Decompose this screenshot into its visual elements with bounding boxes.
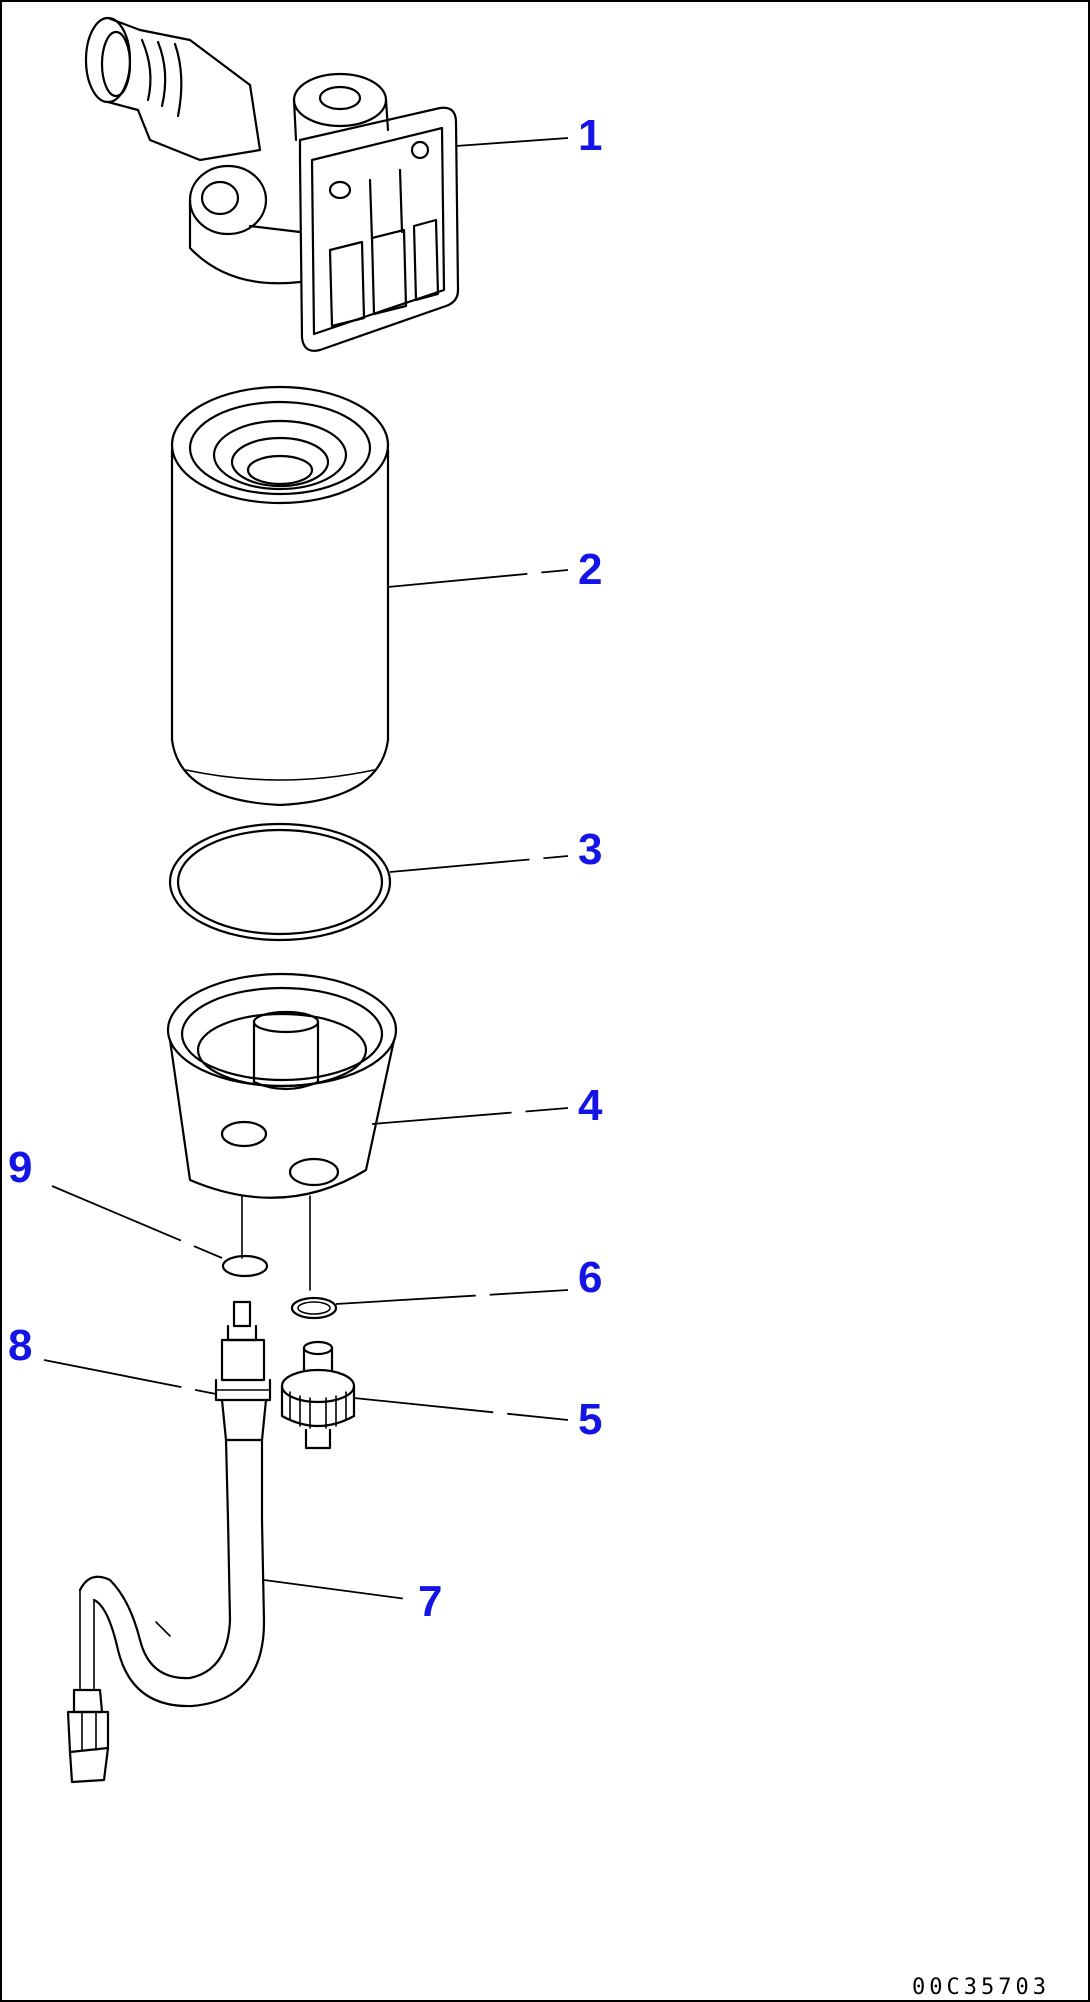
part-1-filter-head xyxy=(84,16,460,352)
callout-3: 3 xyxy=(578,825,602,874)
leader-lines xyxy=(43,137,569,1601)
leader-6 xyxy=(335,1289,569,1305)
leader-3 xyxy=(389,855,569,873)
leader-7 xyxy=(263,1579,415,1601)
callout-7: 7 xyxy=(418,1577,442,1626)
part-9-seal xyxy=(221,1254,269,1278)
callout-8: 8 xyxy=(8,1321,32,1370)
leader-8 xyxy=(43,1359,217,1395)
part-4-bowl xyxy=(166,972,398,1291)
part-3-o-ring xyxy=(168,822,392,942)
leader-5 xyxy=(353,1397,569,1421)
part-6-o-ring xyxy=(290,1296,338,1320)
leader-2 xyxy=(387,569,569,588)
callout-6: 6 xyxy=(578,1253,602,1302)
callouts: 1 2 3 4 5 6 7 8 9 xyxy=(8,111,603,1626)
part-8-sensor xyxy=(214,1300,272,1442)
callout-1: 1 xyxy=(578,111,602,160)
leader-9 xyxy=(51,1185,223,1259)
drawing-id: 00C35703 xyxy=(912,1975,1050,2000)
part-7-harness xyxy=(66,1438,266,1784)
callout-9: 9 xyxy=(8,1143,32,1192)
part-5-drain-plug xyxy=(280,1340,356,1450)
leader-4 xyxy=(371,1107,569,1125)
callout-4: 4 xyxy=(578,1081,603,1130)
callout-5: 5 xyxy=(578,1395,602,1444)
leader-1 xyxy=(455,137,569,147)
callout-2: 2 xyxy=(578,545,602,594)
part-2-filter-cartridge xyxy=(170,385,390,807)
